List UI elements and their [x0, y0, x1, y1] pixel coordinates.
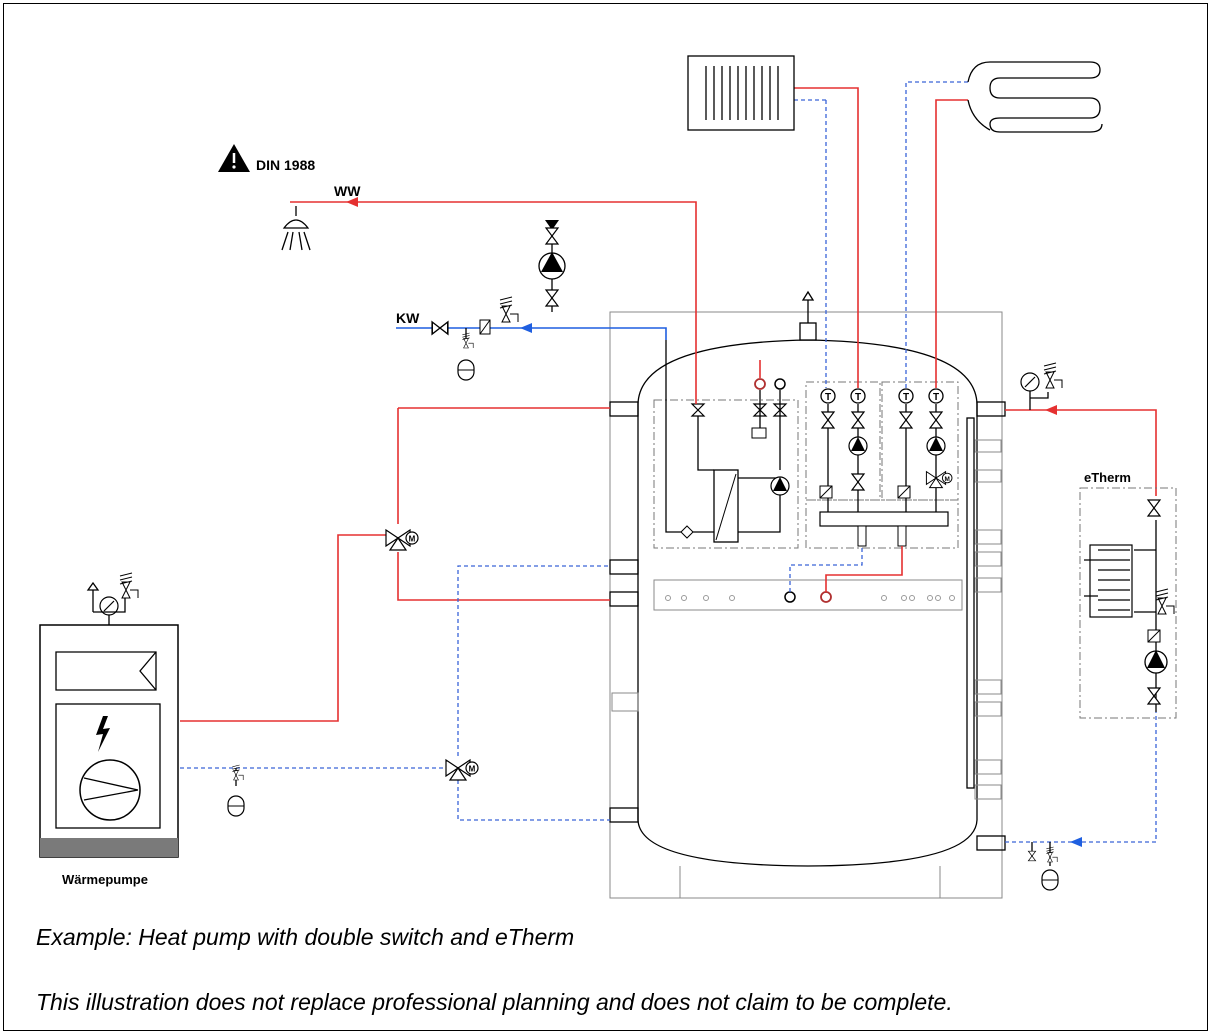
- supply-pipes: [180, 87, 1157, 722]
- motor-valve-icon: [385, 529, 419, 551]
- din-label: DIN 1988: [256, 157, 315, 173]
- kw-label: KW: [396, 310, 420, 326]
- diagram-frame: [3, 3, 1208, 1031]
- caption-disclaimer: This illustration does not replace profe…: [36, 989, 953, 1015]
- shower-icon: [281, 206, 311, 251]
- return-pipes: [180, 81, 1157, 847]
- pressure-gauge-icon: [1020, 362, 1063, 410]
- caption-example: Example: Heat pump with double switch an…: [36, 924, 575, 950]
- heat-pump: [39, 572, 179, 858]
- warning-icon: [218, 144, 250, 172]
- expansion-vessel-icon: [227, 764, 245, 817]
- etherm-module: [1079, 487, 1177, 719]
- fresh-water-module: [653, 340, 799, 549]
- heating-circuit-modules: [805, 381, 959, 549]
- motor-valve-icon: [445, 759, 479, 781]
- lightning-icon: [96, 716, 110, 752]
- heat-pump-label: Wärmepumpe: [62, 872, 148, 887]
- compressor-icon: [79, 759, 141, 821]
- circulation-pump: [538, 220, 566, 312]
- radiator-icon: [687, 55, 795, 131]
- storage-tank: [609, 290, 1006, 899]
- etherm-label: eTherm: [1084, 470, 1131, 485]
- floor-heating-icon: [967, 61, 1103, 133]
- ww-label: WW: [334, 183, 361, 199]
- safety-valve-icon: [1028, 842, 1059, 891]
- kw-fittings: [431, 296, 519, 381]
